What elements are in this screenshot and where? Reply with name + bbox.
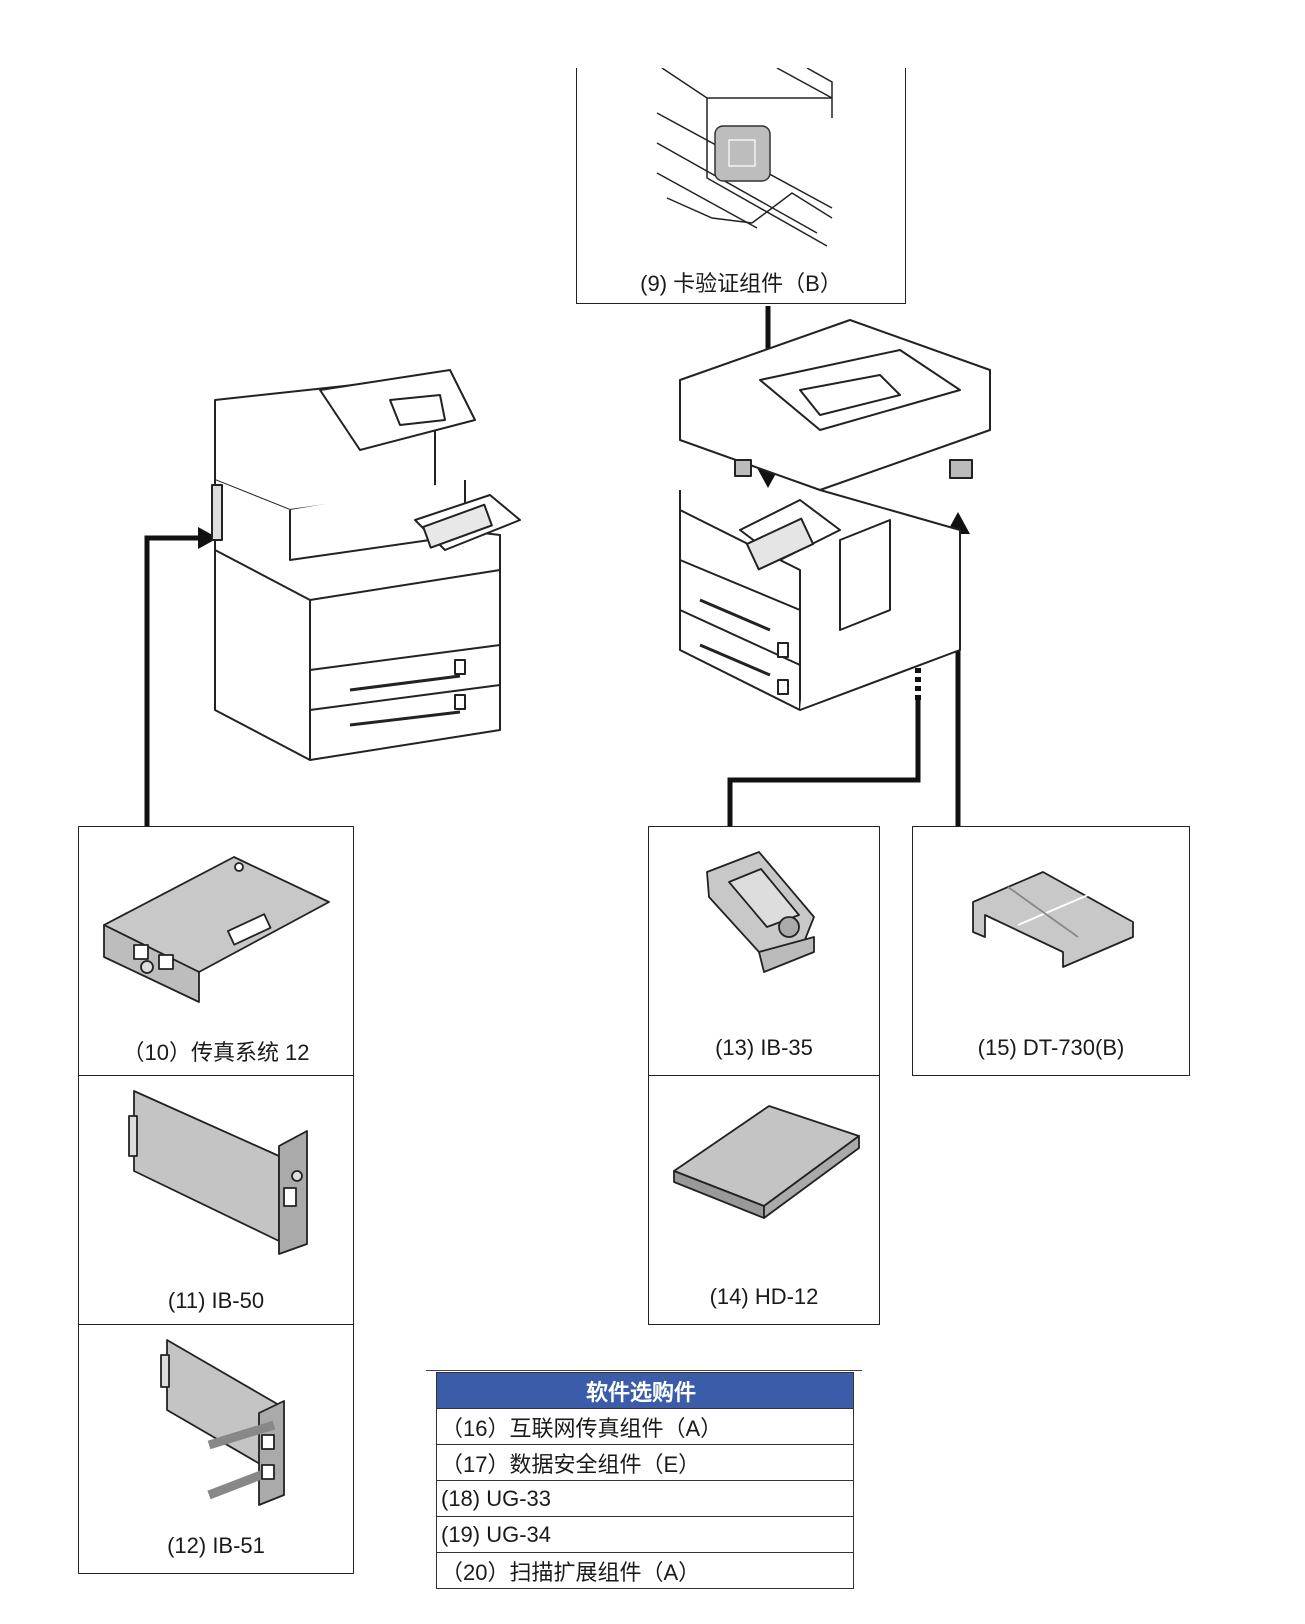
ib35-box: (13) IB-35 [648,826,880,1076]
fax-system-label: （10）传真系统 12 [122,1040,310,1065]
printer-right-illustration [679,319,991,711]
software-row: (18) UG-33 [436,1480,854,1517]
software-row: （16）互联网传真组件（A） [436,1408,854,1445]
dt730-box: (15) DT-730(B) [912,826,1190,1076]
fax-board-illustration [103,856,330,1003]
ib51-label: (12) IB-51 [167,1533,265,1558]
ib35-label: (13) IB-35 [715,1035,813,1060]
hd12-box: (14) HD-12 [648,1075,880,1325]
arrowhead-fax [198,527,218,549]
hd12-drive-illustration [673,1105,860,1219]
software-row: （20）扫描扩展组件（A） [436,1552,854,1589]
software-row: （17）数据安全组件（E） [436,1444,854,1481]
ib50-box: (11) IB-50 [78,1075,354,1325]
printer-left-illustration [211,369,521,761]
table-top-rule [426,1370,862,1371]
dt730-label: (15) DT-730(B) [977,1035,1125,1060]
hd12-label: (14) HD-12 [709,1284,819,1309]
ib50-label: (11) IB-50 [167,1288,265,1313]
fax-system-box: （10）传真系统 12 [78,826,354,1076]
ib35-module-illustration [706,851,815,973]
ib51-box: (12) IB-51 [78,1324,354,1574]
software-table-header: 软件选购件 [436,1372,854,1409]
card-reader-illustration [656,68,833,247]
card-auth-label: (9) 卡验证组件（B） [640,271,842,296]
ib51-card-illustration [160,1339,285,1506]
dt730-tray-illustration [972,871,1134,968]
card-auth-box: (9) 卡验证组件（B） [576,68,906,304]
ib50-card-illustration [128,1090,308,1255]
software-row: (19) UG-34 [436,1516,854,1553]
arrow-ib35 [727,700,921,826]
software-options-table: 软件选购件 （16）互联网传真组件（A） （17）数据安全组件（E） (18) … [436,1372,854,1589]
arrow-fax-to-printer [144,535,200,826]
